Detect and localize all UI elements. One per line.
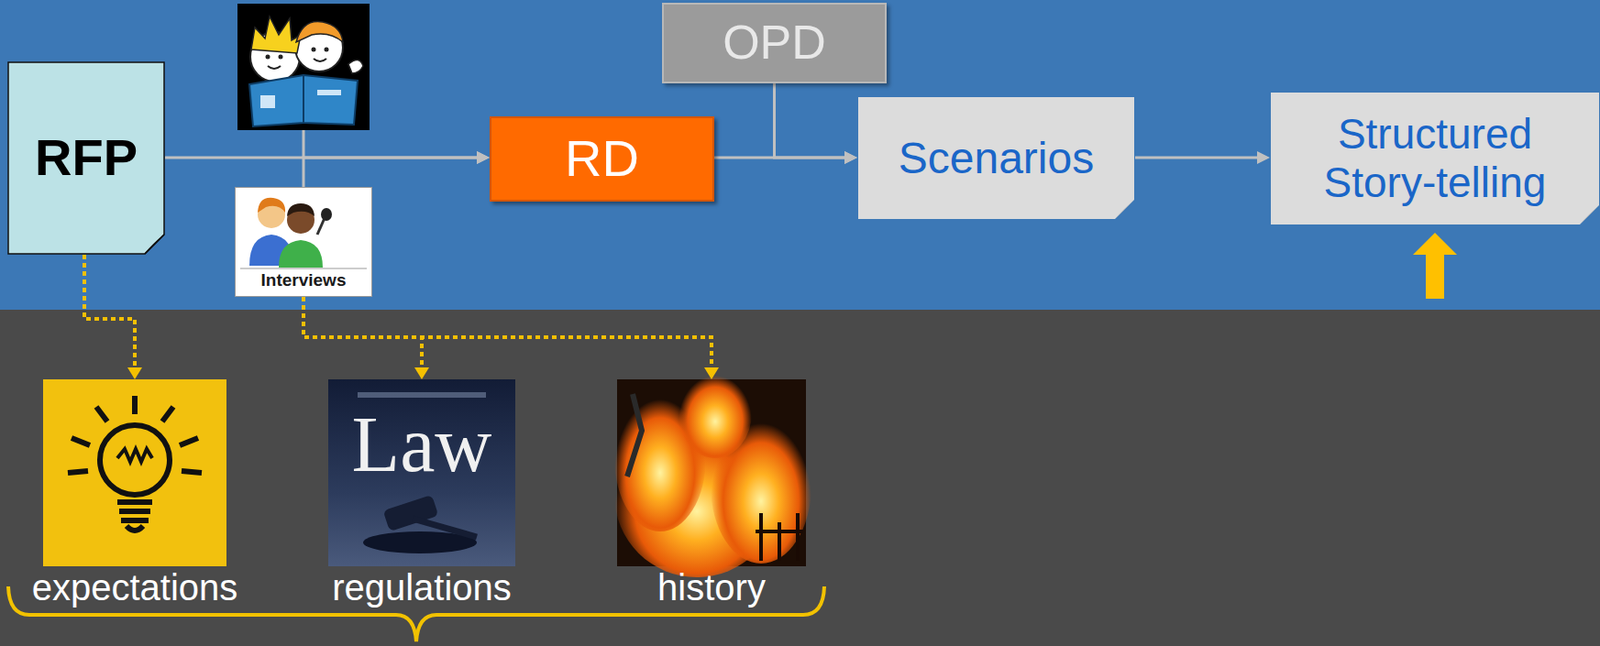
connector-line <box>303 297 712 370</box>
kid-hair <box>251 16 301 54</box>
expectations-picture: expectations <box>43 379 227 615</box>
connector-line <box>1135 156 1259 160</box>
arrow-head <box>127 367 143 380</box>
icon-link-line <box>302 130 306 158</box>
sheet-fold <box>144 234 165 254</box>
light-ray <box>67 471 89 474</box>
dotted-pointer <box>84 254 143 380</box>
bulb-base <box>126 526 144 531</box>
icon-rule <box>240 268 367 270</box>
arrow-head <box>844 151 858 165</box>
bulb-base <box>119 508 151 515</box>
sheet-body <box>1270 92 1600 225</box>
top-band <box>0 0 1600 310</box>
bulb-base <box>117 499 153 506</box>
sheet-fold <box>1114 199 1135 220</box>
book-picture <box>317 89 342 96</box>
connector-line <box>303 297 422 370</box>
ruin-silhouette <box>755 513 804 562</box>
picture-caption: expectations <box>32 566 239 609</box>
ruin-silhouette <box>627 394 642 477</box>
light-ray <box>181 471 202 474</box>
book-page <box>303 75 358 125</box>
light-ray <box>179 438 199 446</box>
sheet-body <box>858 97 1135 220</box>
arrow-head <box>704 367 719 380</box>
opd-box: OPD <box>662 2 887 84</box>
storytelling-sheet: Structured Story-telling <box>1269 91 1600 226</box>
microphone <box>317 218 325 235</box>
connector-line <box>303 157 479 188</box>
rfp-document: RFP <box>7 61 166 255</box>
law-wordmark: Law <box>328 405 516 485</box>
picture-caption: regulations <box>331 566 512 609</box>
picture-caption: history <box>657 566 766 609</box>
connector-line <box>774 83 848 158</box>
interviews-box: Interviews <box>234 187 373 298</box>
history-picture: history <box>617 379 806 615</box>
light-ray <box>132 396 138 415</box>
box-label: RD <box>564 129 640 188</box>
light-streak <box>357 392 486 398</box>
light-ray <box>96 407 108 422</box>
rd-box: RD <box>489 116 715 202</box>
light-ray <box>162 407 174 422</box>
fire-picture <box>614 366 812 578</box>
up-arrow <box>1412 232 1457 299</box>
reading-kids-icon <box>237 3 370 131</box>
box-label: Scenarios <box>898 132 1094 184</box>
flow-arrow <box>774 83 859 165</box>
icon-ground <box>237 3 370 131</box>
picture-ground <box>43 379 227 567</box>
bulb-glass <box>99 425 170 496</box>
kid-hand <box>348 59 364 74</box>
sheet-body <box>8 62 165 254</box>
dotted-pointer <box>303 297 719 380</box>
interviews-icon <box>234 187 373 298</box>
flow-arrow <box>1135 151 1270 165</box>
scenarios-sheet: Scenarios <box>857 96 1136 221</box>
sheet-fold <box>1579 205 1600 225</box>
box-label: Structured Story-telling <box>1284 110 1586 208</box>
microphone <box>320 208 332 221</box>
bottom-band <box>0 309 1600 646</box>
kid-smile <box>313 58 327 62</box>
law-picture <box>328 379 516 567</box>
bulb-base <box>121 518 149 524</box>
picture-ground <box>328 379 516 567</box>
icon-ground <box>234 187 373 298</box>
flame <box>678 366 752 459</box>
arrow-head <box>476 151 490 165</box>
bulb-filament <box>117 449 153 463</box>
box-label: RFP <box>34 128 138 188</box>
kid-eye <box>278 55 284 60</box>
kid-hair <box>296 21 343 43</box>
arrow-head <box>414 367 430 380</box>
connector-line <box>84 254 135 370</box>
gavel-handle <box>412 518 477 538</box>
box-label: OPD <box>722 15 827 71</box>
kid-eye <box>311 47 317 53</box>
flow-arrow <box>303 151 490 188</box>
light-ray <box>71 438 90 446</box>
kid-eye <box>324 47 330 53</box>
box-label: Interviews <box>261 270 347 291</box>
arrow-head <box>844 151 858 165</box>
kid-eye <box>265 55 271 60</box>
book-picture <box>260 95 276 109</box>
person-hair <box>286 203 315 217</box>
book-page <box>249 75 304 127</box>
arrow-head <box>476 151 490 165</box>
person-hair <box>257 198 286 213</box>
law-wordmark-holder: Law <box>328 405 516 485</box>
kid-smile <box>267 66 281 69</box>
arrow-head <box>1257 151 1270 165</box>
person-body <box>278 240 323 268</box>
lightbulb-picture <box>43 379 227 567</box>
